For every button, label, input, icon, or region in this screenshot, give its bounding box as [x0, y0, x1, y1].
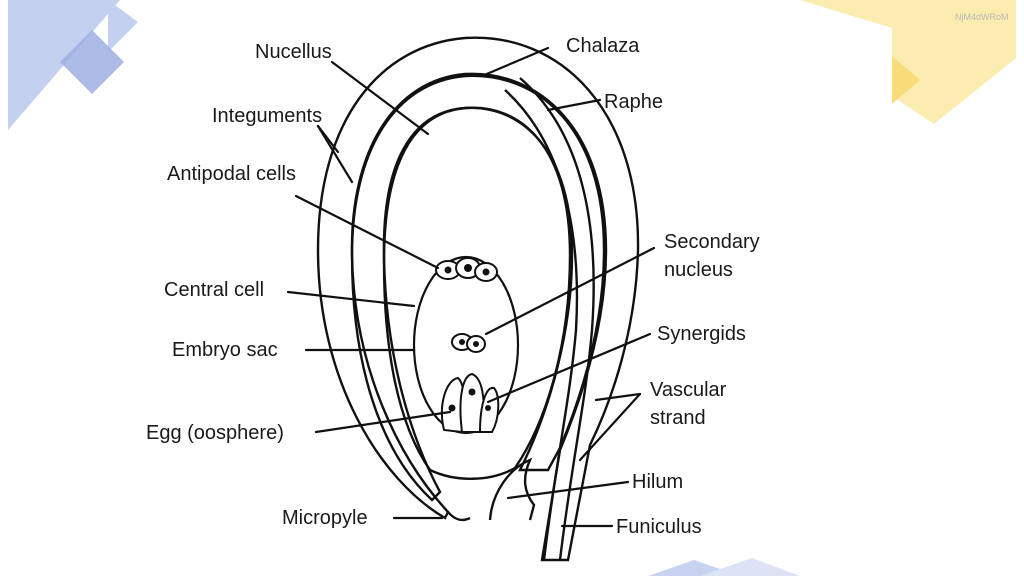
- label-strand: strand: [650, 407, 706, 429]
- label-nucellus: Nucellus: [255, 41, 332, 63]
- label-raphe: Raphe: [604, 91, 663, 113]
- label-vascular: Vascular: [650, 379, 727, 401]
- inner-integument: [350, 74, 606, 502]
- ovule: [316, 36, 640, 562]
- label-hilum: Hilum: [632, 471, 683, 493]
- nucellus-body: [382, 106, 572, 480]
- secondary-nucleus: [451, 333, 486, 353]
- label-central-cell: Central cell: [164, 279, 264, 301]
- decor-bottom-center: [648, 558, 800, 576]
- label-micropyle: Micropyle: [282, 507, 368, 529]
- label-egg: Egg (oosphere): [146, 422, 284, 444]
- decor-top-right: [800, 0, 1016, 124]
- hilum-notch: [488, 457, 536, 521]
- label-integuments: Integuments: [212, 105, 322, 127]
- egg-apparatus: [440, 372, 500, 434]
- label-antipodal-cells: Antipodal cells: [167, 163, 296, 185]
- vascular-line: [504, 89, 579, 561]
- watermark-text: NjM4dWRoM: [955, 12, 1009, 22]
- label-funiculus: Funiculus: [616, 516, 702, 538]
- micropyle-opening: [447, 511, 471, 522]
- raphe-line: [519, 77, 595, 561]
- label-chalaza: Chalaza: [566, 35, 640, 57]
- label-synergids: Synergids: [657, 323, 746, 345]
- label-nucleus: nucleus: [664, 259, 733, 281]
- decor-top-left: [8, 0, 138, 130]
- labels: Nucellus Chalaza Integuments Raphe Antip…: [146, 35, 760, 538]
- antipodal-cells: [435, 257, 498, 282]
- label-embryo-sac: Embryo sac: [172, 339, 278, 361]
- label-secondary: Secondary: [664, 231, 760, 253]
- leader-lines: [286, 46, 656, 528]
